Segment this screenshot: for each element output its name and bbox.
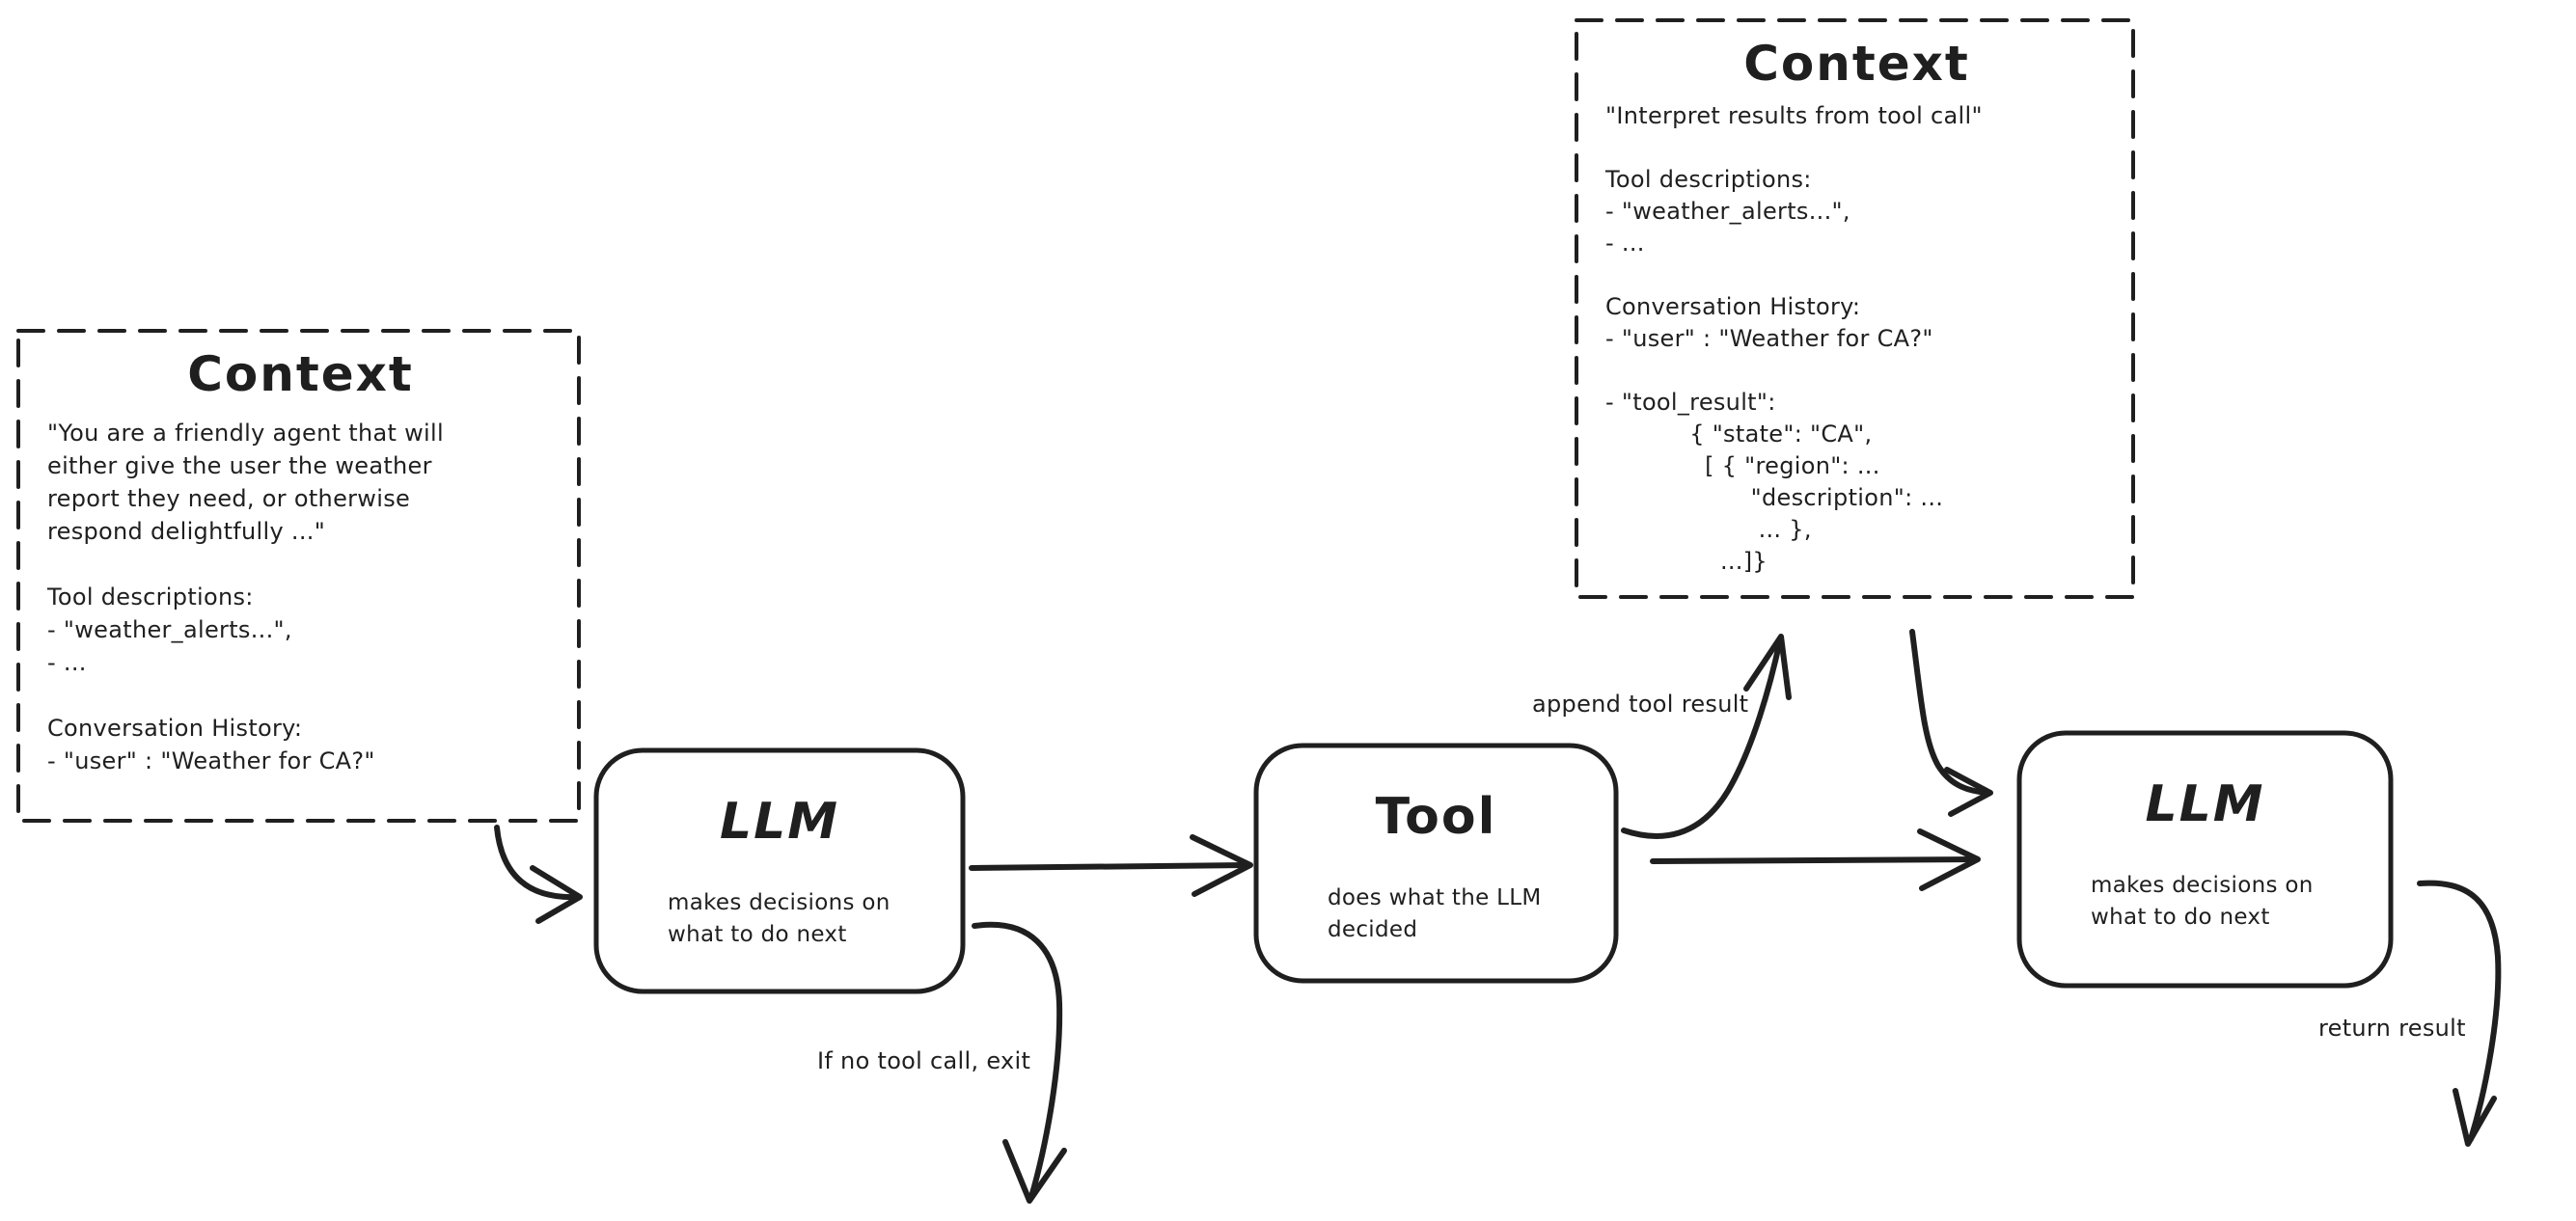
context-left-title: Context [187,346,414,402]
arrow-tool-to-llm2-head [1917,828,1981,891]
arrow-llm2-return [2417,880,2502,1147]
edge-label-append-tool-result: append tool result [1532,691,1749,718]
llm1-node-description: makes decisions on what to do next [668,890,891,947]
arrow-context-to-llm1-head [530,865,583,924]
arrow-llm2-return-shaft [2417,880,2502,1142]
arrow-llm1-exit-shaft [972,921,1063,1200]
llm2-node-description: makes decisions on what to do next [2091,873,2314,930]
context-right-title: Context [1743,36,1970,92]
arrow-context-to-llm2-head [1944,767,1993,817]
tool-node: Tool does what the LLM decided [1256,746,1616,981]
llm2-node: LLM makes decisions on what to do next [2019,733,2391,986]
arrow-llm1-exit-head [1002,1139,1067,1204]
tool-node-border [1253,743,1619,984]
edge-label-return-result: return result [2318,1015,2466,1042]
tool-node-description: does what the LLM decided [1328,885,1542,942]
context-right-body: "Interpret results from tool call" Tool … [1605,102,1983,575]
llm1-node-border [593,747,966,994]
arrow-context-to-llm2-shaft [1909,629,1990,796]
llm2-node-border [2016,730,2394,989]
arrow-llm2-return-head [2453,1088,2497,1147]
arrow-context-to-llm2 [1909,629,1993,817]
arrow-tool-to-llm2-shaft [1650,856,1977,864]
arrow-tool-to-context [1621,634,1792,839]
llm1-node: LLM makes decisions on what to do next [596,750,963,991]
arrow-tool-to-context-shaft [1621,638,1783,839]
context-box-left: Context "You are a friendly agent that w… [18,331,579,821]
arrow-llm1-exit [972,921,1067,1204]
context-left-body: "You are a friendly agent that will eith… [47,420,444,774]
llm2-node-title: LLM [2145,775,2265,833]
tool-node-title: Tool [1375,788,1497,846]
arrow-llm1-to-tool-shaft [969,862,1249,871]
arrow-llm1-to-tool [969,834,1253,897]
arrow-tool-to-context-head [1743,634,1792,700]
context-box-right: Context "Interpret results from tool cal… [1576,20,2133,597]
arrow-context-to-llm1 [494,825,583,924]
arrow-tool-to-llm2 [1650,828,1981,891]
edge-label-if-no-tool-call-exit: If no tool call, exit [817,1047,1031,1074]
arrow-context-to-llm1-shaft [494,825,580,901]
arrow-llm1-to-tool-head [1190,834,1253,897]
llm1-node-title: LLM [719,793,839,851]
